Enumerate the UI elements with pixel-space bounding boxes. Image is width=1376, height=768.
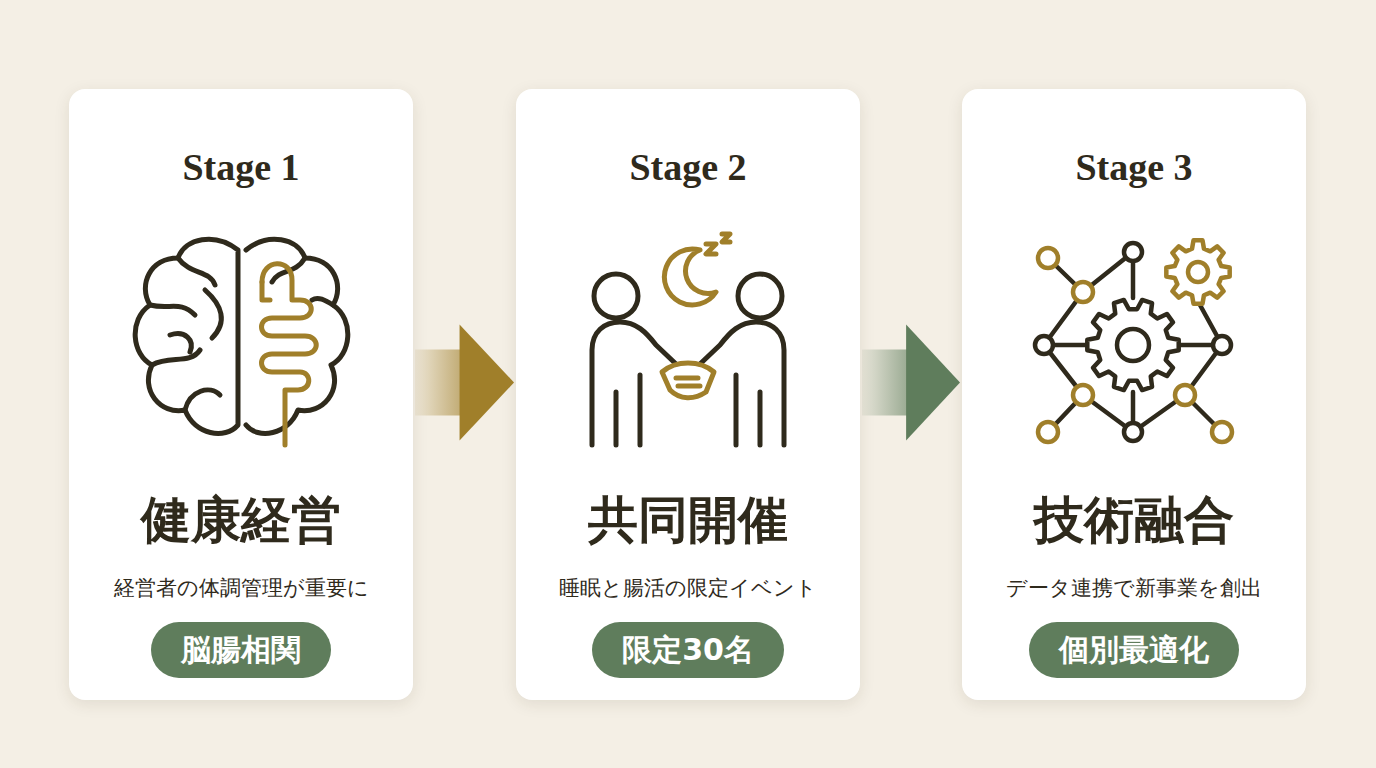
network-gear-icon-stroke-stroke <box>1124 423 1142 441</box>
arrow-shaft <box>415 350 462 416</box>
network-gear-icon-stroke-stroke <box>1035 336 1053 354</box>
flow-arrow <box>415 325 514 441</box>
network-gear-icon-stroke-stroke <box>1213 336 1231 354</box>
stage-label: Stage 3 <box>1075 144 1192 190</box>
brain-gut-icon-stroke-stroke <box>185 390 220 410</box>
arrow-head <box>906 325 960 441</box>
handshake-icon-stroke-stroke <box>638 375 643 445</box>
handshake-icon-stroke-stroke <box>664 249 716 305</box>
network-gear-icon-stroke-stroke <box>1124 243 1142 261</box>
network-gear-icon-stroke-stroke <box>1073 282 1093 302</box>
stage-description: 睡眠と腸活の限定イベント <box>559 575 817 602</box>
network-gear-icon-stroke-stroke <box>1087 300 1178 390</box>
handshake-icon-stroke-stroke <box>662 363 714 398</box>
brain-gut-icon <box>135 239 348 445</box>
network-gear-icon-stroke-stroke <box>1212 422 1232 442</box>
keyword-text: 脳腸相関 <box>181 630 301 670</box>
network-gear-icon-stroke-stroke <box>1188 262 1208 282</box>
stage-description: データ連携で新事業を創出 <box>1006 575 1262 602</box>
brain-gut-icon-stroke-stroke <box>150 305 195 315</box>
handshake-icon-stroke-stroke <box>738 274 782 318</box>
stage-title: 共同開催 <box>588 490 788 550</box>
network-gear-icon-stroke-stroke <box>1038 422 1058 442</box>
stage-card: Stage 2 共同開催睡眠と腸活の限定イベント限定30名 <box>516 89 860 700</box>
brain-gut-icon-stroke-stroke <box>246 239 348 433</box>
handshake-icon-stroke-stroke <box>722 234 730 242</box>
handshake-icon-stroke-stroke <box>706 244 716 254</box>
stage-label: Stage 1 <box>182 144 299 190</box>
keyword-pill: 脳腸相関 <box>151 622 331 678</box>
brain-gut-icon-stroke-stroke <box>152 350 200 365</box>
brain-gut-icon-stroke-stroke <box>205 290 221 338</box>
handshake-icon-stroke <box>592 274 784 445</box>
brain-gut-icon-stroke <box>262 264 317 445</box>
brain-gut-icon-stroke-stroke <box>135 239 238 433</box>
brain-gut-icon-stroke-stroke <box>262 264 317 445</box>
handshake-icon <box>592 234 784 445</box>
network-gear-icon-stroke-stroke <box>1044 292 1222 432</box>
handshake-icon-stroke-stroke <box>594 274 638 318</box>
handshake-icon-stroke-stroke <box>592 322 676 445</box>
keyword-pill: 限定30名 <box>592 622 784 678</box>
brain-gut-icon-stroke-stroke <box>312 298 333 305</box>
arrow-shaft <box>862 350 908 416</box>
network-gear-icon <box>1035 240 1232 442</box>
stage-card: Stage 1 健康経営経営者の体調管理が重要に脳腸相関 <box>69 89 413 700</box>
network-gear-icon-stroke-stroke <box>1044 345 1222 432</box>
network-gear-icon-stroke <box>1035 243 1232 442</box>
brain-gut-icon-stroke-stroke <box>262 282 270 300</box>
handshake-icon-stroke-stroke <box>734 375 739 445</box>
handshake-icon-stroke <box>662 234 730 398</box>
stage-description: 経営者の体調管理が重要に <box>114 575 369 602</box>
network-gear-icon-stroke-stroke <box>1038 248 1058 268</box>
brain-gut-icon-stroke-stroke <box>170 334 191 352</box>
network-gear-icon-stroke <box>1044 252 1222 432</box>
stage-title: 健康経営 <box>141 490 341 550</box>
stage-card: Stage 3 技術融合データ連携で新事業を創出個別最適化 <box>962 89 1306 700</box>
handshake-icon-stroke-stroke <box>676 378 700 386</box>
brain-gut-icon-stroke <box>135 239 348 433</box>
flow-arrow <box>862 325 960 441</box>
keyword-text: 限定30名 <box>622 630 754 670</box>
network-gear-icon-stroke <box>1087 240 1229 390</box>
brain-gut-icon-stroke-stroke <box>272 258 305 282</box>
network-gear-icon-stroke-stroke <box>1166 240 1229 303</box>
stage-title: 技術融合 <box>1034 490 1234 550</box>
handshake-icon-stroke-stroke <box>758 392 763 445</box>
stage-label: Stage 2 <box>629 144 746 190</box>
network-gear-icon-stroke-stroke <box>1048 252 1133 298</box>
handshake-icon-stroke-stroke <box>700 322 784 445</box>
keyword-text: 個別最適化 <box>1059 630 1209 670</box>
brain-gut-icon-stroke-stroke <box>178 258 215 285</box>
network-gear-icon-stroke-stroke <box>1175 385 1195 405</box>
network-gear-icon-stroke-stroke <box>1117 329 1149 361</box>
arrow-head <box>460 325 514 441</box>
handshake-icon-stroke-stroke <box>614 392 619 445</box>
keyword-pill: 個別最適化 <box>1029 622 1239 678</box>
network-gear-icon-stroke-stroke <box>1073 385 1093 405</box>
